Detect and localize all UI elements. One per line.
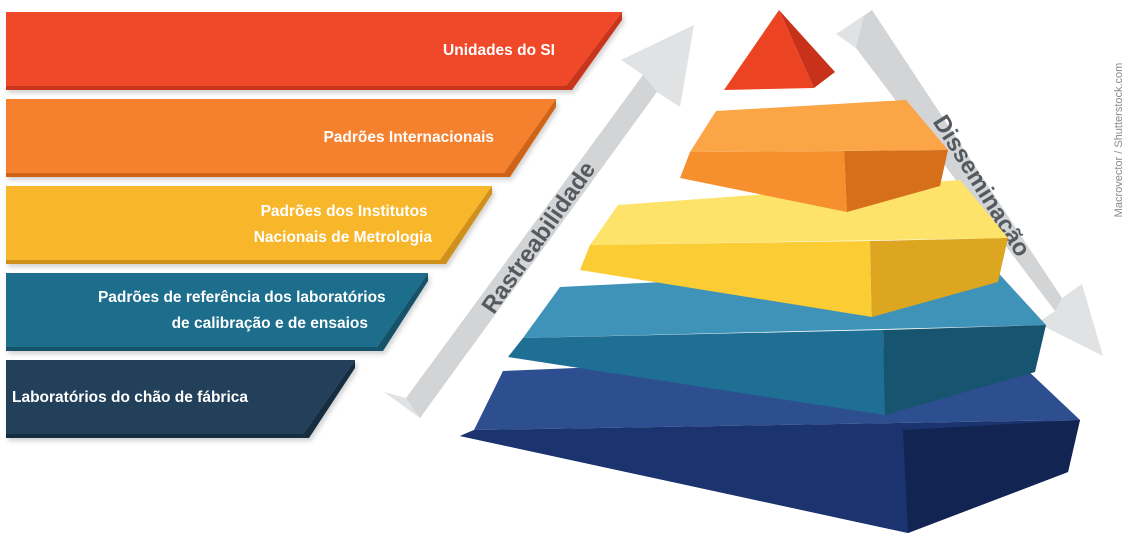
pyramid-face-side [844,150,948,212]
banner-edge [6,186,492,264]
banner-international-standards: Padrões Internacionais [6,99,556,177]
pyramid [460,10,1080,533]
pyramid-face-side [779,10,835,88]
banner-factory-floor-labs: Laboratórios do chão de fábrica [6,360,355,438]
banner-national-institutes: Padrões dos Institutos Nacionais de Metr… [6,186,492,264]
pyramid-face-front-main [460,430,908,533]
banner-line: Unidades do SI [443,42,555,59]
banner-label: Padrões de referência dos laboratórios d… [98,289,390,332]
pyramid-face-front [508,330,885,415]
pyramid-face-side [870,238,1008,317]
up-arrow-shade [406,75,657,418]
banner-shape [6,99,556,173]
banner-edge [6,273,428,351]
down-arrow-shape [836,10,1103,356]
banner-si-units: Unidades do SI [6,12,622,90]
banner-shape [6,273,428,347]
banner-line: de calibração e de ensaios [172,315,368,332]
banner-line: Padrões dos Institutos [261,203,428,220]
image-credit: Macrovector / Shutterstock.com [1113,63,1125,218]
pyramid-face-front [724,10,814,90]
banner-label: Laboratórios do chão de fábrica [12,389,248,406]
pyramid-face-front [680,151,847,212]
banner-line: Padrões Internacionais [323,129,494,146]
banner-line: Padrões de referência dos laboratórios [98,289,386,306]
up-arrow-shape [384,25,694,418]
banner-line: Nacionais de Metrologia [254,229,433,246]
pyramid-level-2 [680,100,948,212]
banner-label: Padrões dos Institutos Nacionais de Metr… [254,203,433,246]
down-arrow-shade [856,10,1062,311]
pyramid-face-top [590,180,1008,245]
pyramid-level-3 [580,180,1008,317]
pyramid-face-side [903,420,1080,533]
banner-label: Unidades do SI [443,42,555,59]
banner-shape [6,360,355,434]
pyramid-level-1 [724,10,835,90]
pyramid-face-side [883,325,1046,415]
banner-shape [6,12,622,86]
banner-line: Laboratórios do chão de fábrica [12,389,248,406]
banner-label: Padrões Internacionais [323,129,494,146]
pyramid-face-top [690,100,948,152]
banner-reference-labs: Padrões de referência dos laboratórios d… [6,273,428,351]
pyramid-face-front [580,241,872,317]
banner-shape [6,186,492,260]
level-banners: Unidades do SI Padrões Internacionais Pa… [6,12,622,438]
